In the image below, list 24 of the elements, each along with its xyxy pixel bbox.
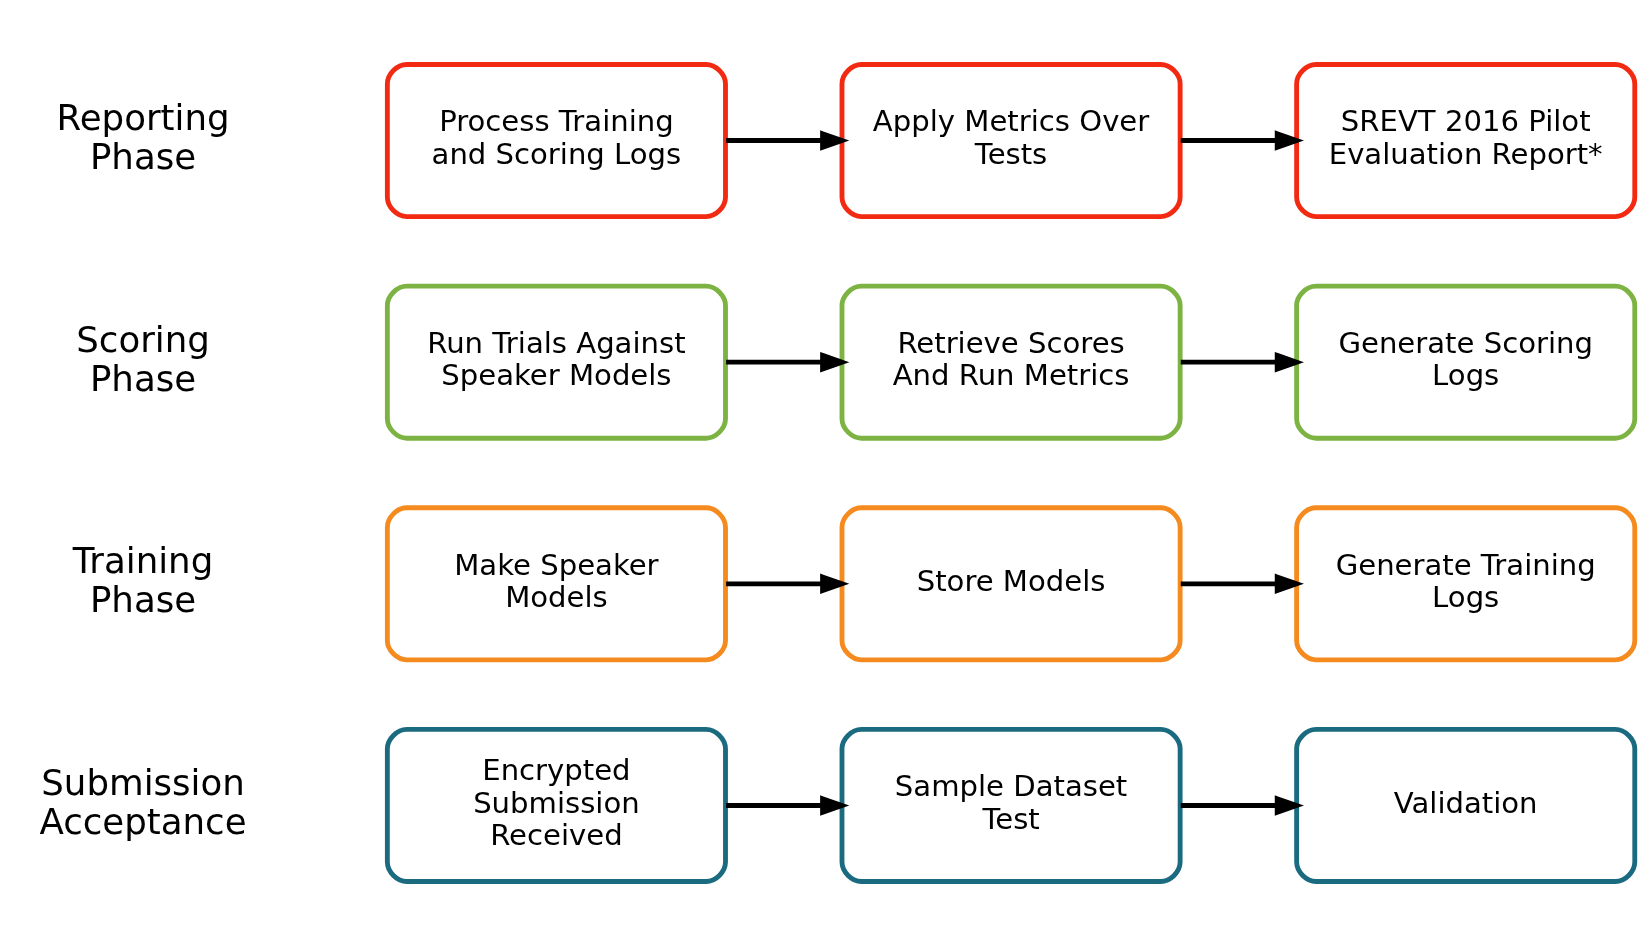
node-box: Generate Training Logs [1294,504,1638,662]
label: Reporting Phase [56,96,230,177]
node-box: Store Models [839,504,1183,662]
node-box: Retrieve Scores And Run Metrics [839,283,1183,441]
arrow [1180,794,1304,816]
node-box: Process Training and Scoring Logs [384,61,728,219]
arrow [726,129,850,151]
label: Training Phase [72,539,214,620]
node-box: Make Speaker Models [384,504,728,662]
arrow [726,351,850,372]
arrow [1180,573,1304,594]
arrow [726,794,850,816]
node-box: Run Trials Against Speaker Models [384,283,728,441]
arrow [1180,351,1304,372]
arrow [1180,129,1304,151]
node-box: Validation [1294,726,1638,884]
node-box: Apply Metrics Over Tests [839,61,1183,219]
label: Scoring Phase [76,318,210,399]
node-box: SREVT 2016 Pilot Evaluation Report* [1294,61,1638,219]
label: Submission Acceptance [39,761,247,842]
node-box: Encrypted Submission Received [384,726,728,884]
node-box: Generate Scoring Logs [1294,283,1638,441]
node-box: Sample Dataset Test [839,726,1183,884]
arrow [726,573,850,594]
